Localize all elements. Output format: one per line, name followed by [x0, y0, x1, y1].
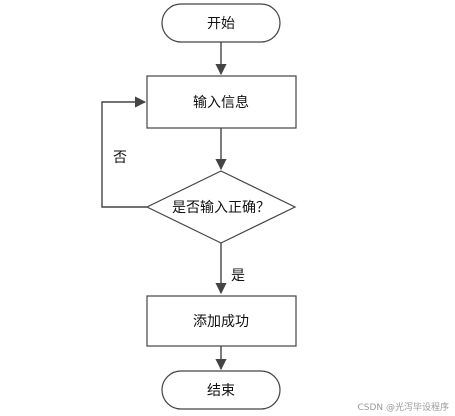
yes-label: 是 [231, 268, 245, 284]
start-node: 开始 [161, 3, 281, 43]
decision-node: 是否输入正确？ [145, 170, 297, 244]
end-label: 结束 [207, 383, 235, 399]
start-label: 开始 [207, 16, 235, 32]
input-process-node: 输入信息 [146, 75, 297, 129]
success-process-node: 添加成功 [146, 295, 297, 347]
decision-label: 是否输入正确？ [172, 200, 270, 216]
edge-decision-no-loop [101, 96, 147, 208]
watermark: CSDN @光泻毕设程序 [357, 403, 449, 413]
input-label: 输入信息 [193, 94, 249, 111]
end-node: 结束 [161, 370, 281, 410]
success-label: 添加成功 [193, 314, 249, 330]
no-label: 否 [113, 150, 127, 166]
